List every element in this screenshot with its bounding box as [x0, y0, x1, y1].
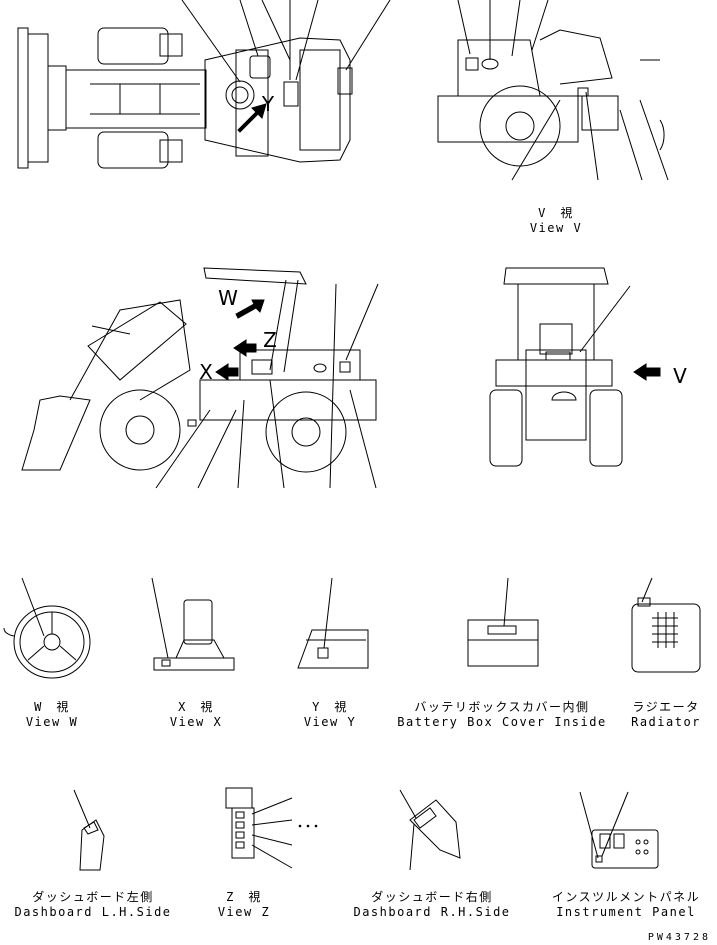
caption-dashboard-rh: ダッシュボード右側 Dashboard R.H.Side	[353, 890, 510, 920]
caption-view-y: Y 視 View Y	[304, 700, 356, 730]
caption-jp: Z 視	[226, 890, 262, 904]
caption-en: Radiator	[631, 715, 701, 729]
caption-en: Dashboard R.H.Side	[353, 905, 511, 919]
caption-en: View X	[169, 715, 223, 729]
view-y-drawing	[298, 578, 368, 668]
view-w-drawing	[4, 578, 90, 678]
dashboard-lh-drawing	[74, 790, 104, 870]
marker-x: X	[199, 360, 213, 384]
instrument-panel-drawing	[580, 792, 658, 868]
marker-w: W	[218, 286, 238, 310]
view-v-drawing	[438, 0, 668, 180]
caption-jp: Y 視	[312, 700, 348, 714]
marker-y: Y	[261, 92, 275, 116]
caption-jp: バッテリボックスカバー内側	[414, 700, 590, 714]
caption-en: Dashboard L.H.Side	[14, 905, 172, 919]
caption-jp: インスツルメントパネル	[551, 890, 701, 904]
caption-en: Battery Box Cover Inside	[397, 715, 607, 729]
caption-en: View Y	[303, 715, 357, 729]
battery-box-drawing	[468, 578, 538, 666]
caption-view-x: X 視 View X	[170, 700, 222, 730]
caption-view-w: W 視 View W	[26, 700, 78, 730]
marker-v: V	[673, 364, 687, 388]
view-z-drawing	[226, 788, 317, 868]
caption-jp: V 視	[538, 206, 574, 220]
caption-jp: ダッシュボード左側	[32, 890, 154, 904]
view-x-drawing	[152, 578, 234, 670]
caption-view-v: V 視 View V	[530, 206, 582, 236]
caption-en: Instrument Panel	[556, 905, 696, 919]
caption-jp: X 視	[178, 700, 214, 714]
caption-view-z: Z 視 View Z	[218, 890, 270, 920]
dashboard-rh-drawing	[400, 790, 460, 870]
caption-jp: ダッシュボード右側	[371, 890, 493, 904]
marker-z: Z	[263, 328, 277, 352]
caption-en: View W	[25, 715, 79, 729]
caption-en: View V	[529, 221, 583, 235]
machine-top-view	[18, 0, 390, 168]
caption-dashboard-lh: ダッシュボード左側 Dashboard L.H.Side	[14, 890, 171, 920]
caption-en: View Z	[217, 905, 271, 919]
caption-jp: ラジエータ	[632, 700, 700, 714]
machine-rear-view	[490, 268, 660, 466]
caption-battery-box: バッテリボックスカバー内側 Battery Box Cover Inside	[397, 700, 606, 730]
machine-side-view	[22, 268, 378, 488]
caption-instrument-panel: インスツルメントパネル Instrument Panel	[552, 890, 700, 920]
caption-jp: W 視	[34, 700, 70, 714]
drawing-number: PW43728	[647, 932, 711, 943]
radiator-drawing	[632, 578, 700, 672]
caption-radiator: ラジエータ Radiator	[631, 700, 701, 730]
